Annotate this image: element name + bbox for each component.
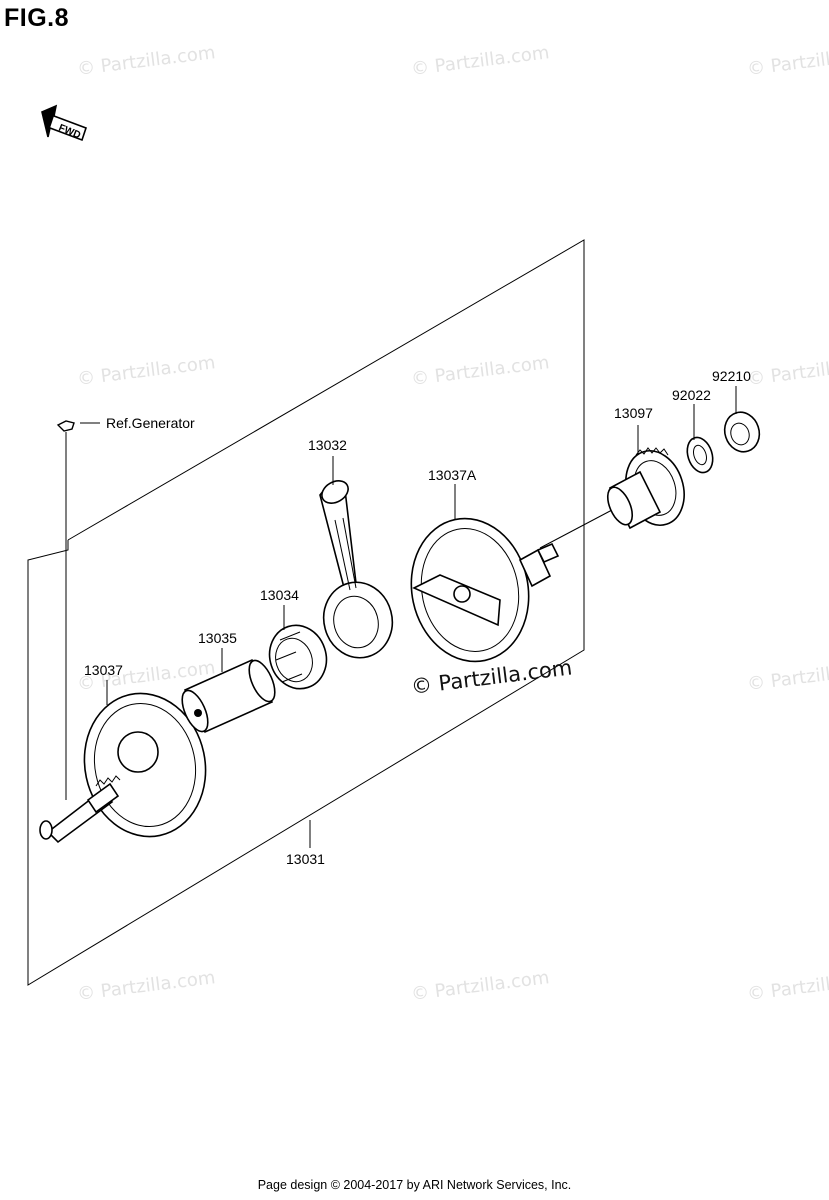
- washer: [686, 436, 714, 474]
- watermark-main: © Partzilla.com: [410, 655, 574, 699]
- watermark: © Partzilla.com: [410, 352, 550, 390]
- watermark: © Partzilla.com: [746, 657, 829, 695]
- page-footer: Page design © 2004-2017 by ARI Network S…: [257, 1178, 572, 1192]
- callout-13035: 13035: [198, 630, 237, 646]
- callout-13037: 13037: [84, 662, 123, 678]
- callout-92210: 92210: [712, 368, 751, 384]
- connecting-rod: [319, 480, 394, 659]
- callout-13031: 13031: [286, 851, 325, 867]
- shaft-axis-line: [539, 509, 613, 549]
- crank-gear: [606, 447, 685, 530]
- callout-13037a: 13037A: [428, 467, 477, 483]
- callout-13097: 13097: [614, 405, 653, 421]
- leader-lines: [106, 386, 737, 848]
- watermark: © Partzilla.com: [410, 967, 550, 1005]
- watermark: © Partzilla.com: [76, 42, 216, 80]
- woodruff-key: [56, 420, 100, 800]
- callout-13034: 13034: [260, 587, 299, 603]
- assembly-outline: [27, 239, 585, 986]
- crank-half-left: [39, 692, 207, 844]
- watermark: © Partzilla.com: [746, 42, 829, 80]
- watermark: © Partzilla.com: [76, 352, 216, 390]
- callout-13032: 13032: [308, 437, 347, 453]
- crank-half-right: [410, 517, 560, 663]
- watermark: © Partzilla.com: [746, 352, 829, 390]
- nut: [723, 411, 761, 453]
- watermark: © Partzilla.com: [410, 42, 550, 80]
- crank-pin: [181, 658, 276, 734]
- needle-bearing: [268, 624, 328, 690]
- callout-ref-generator: Ref.Generator: [106, 415, 195, 431]
- callout-92022: 92022: [672, 387, 711, 403]
- figure-title: FIG.8: [4, 4, 70, 32]
- watermark: © Partzilla.com: [746, 967, 829, 1005]
- fwd-arrow-icon: FWD: [41, 104, 88, 141]
- watermark: © Partzilla.com: [76, 967, 216, 1005]
